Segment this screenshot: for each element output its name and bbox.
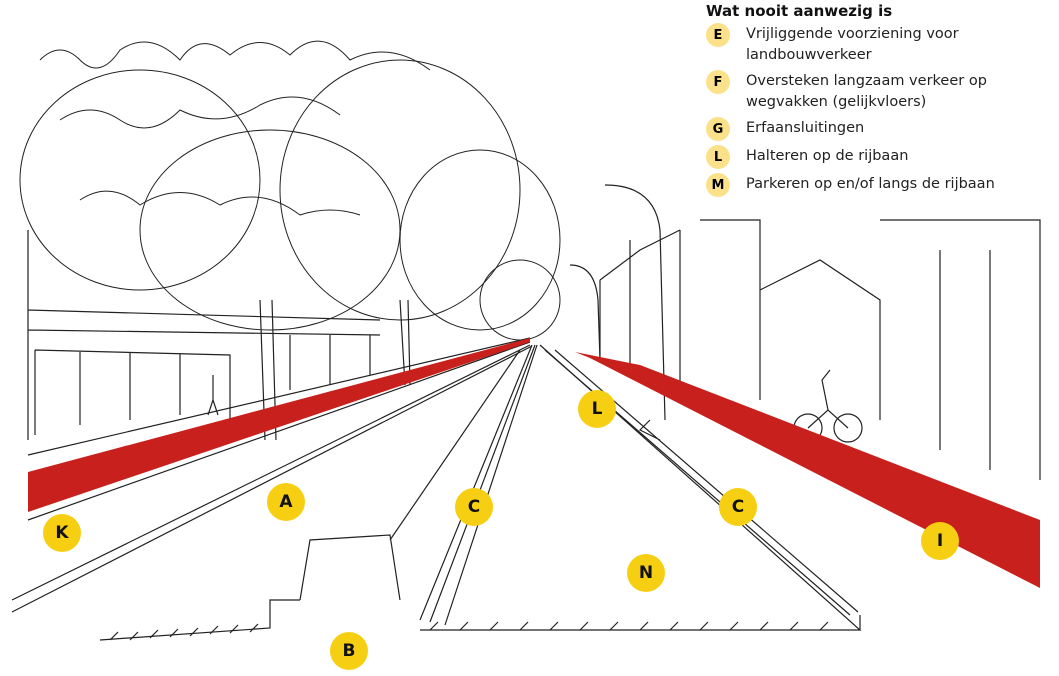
legend-item: F Oversteken langzaam verkeer op wegvakke…	[706, 70, 1056, 113]
bike-lane-right	[575, 352, 1040, 588]
marker-c-right: C	[719, 488, 757, 526]
legend: Wat nooit aanwezig is E Vrijliggende voor…	[706, 2, 1056, 202]
legend-item: G Erfaansluitingen	[706, 117, 1056, 141]
right-buildings	[599, 219, 1041, 480]
tree-trunks	[259, 299, 411, 441]
bike-lane-left	[28, 338, 530, 512]
marker-b: B	[330, 632, 368, 670]
left-buildings	[27, 230, 381, 440]
tree-canopies	[19, 40, 561, 341]
legend-badge: F	[706, 70, 730, 94]
marker-n: N	[627, 554, 665, 592]
legend-item: L Halteren op de rijbaan	[706, 145, 1056, 169]
legend-badge: L	[706, 145, 730, 169]
legend-badge: G	[706, 117, 730, 141]
legend-badge: M	[706, 173, 730, 197]
road-edge-left	[11, 344, 533, 613]
marker-l: L	[578, 390, 616, 428]
legend-text: Halteren op de rijbaan	[746, 148, 909, 164]
pedestrian	[207, 375, 219, 416]
legend-badge: E	[706, 23, 730, 47]
legend-text: Vrijliggende voorziening voor landbouwve…	[746, 26, 959, 63]
legend-text: Erfaansluitingen	[746, 120, 865, 136]
street-light	[569, 184, 666, 421]
median	[299, 344, 538, 626]
marker-a: A	[267, 483, 305, 521]
marker-i: I	[921, 522, 959, 560]
legend-title: Wat nooit aanwezig is	[706, 2, 893, 20]
legend-text: Oversteken langzaam verkeer op wegvakken…	[746, 73, 987, 110]
legend-text: Parkeren op en/of langs de rijbaan	[746, 176, 995, 192]
sidewalk-edge-left	[27, 337, 531, 521]
legend-item: M Parkeren op en/of langs de rijbaan	[706, 173, 1056, 197]
cross-section	[99, 344, 862, 641]
legend-item: E Vrijliggende voorziening voor landbouwv…	[706, 23, 1056, 66]
marker-c-median: C	[455, 488, 493, 526]
marker-k: K	[43, 514, 81, 552]
